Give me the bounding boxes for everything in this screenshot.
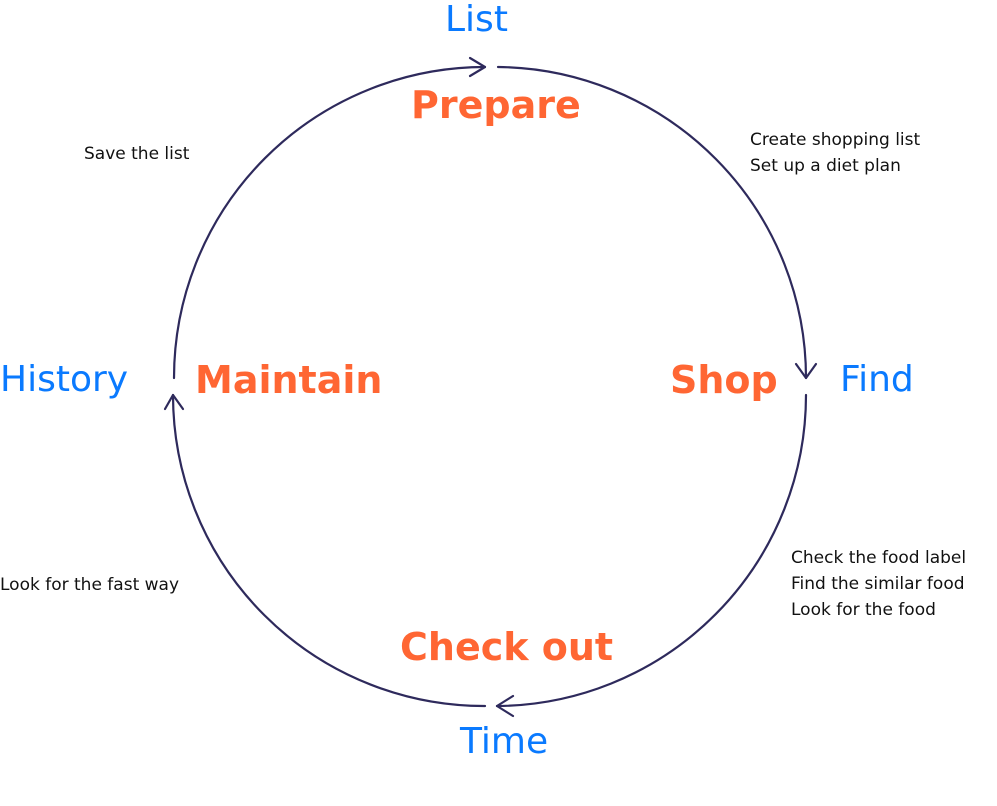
arrowhead-checkout-icon: [495, 694, 515, 718]
note-bottom-right: Check the food label Find the similar fo…: [791, 545, 966, 623]
arrowhead-prepare-icon: [468, 56, 487, 78]
note-line: Find the similar food: [791, 574, 965, 594]
arc-shop-to-checkout: [495, 393, 808, 708]
keyword-history: History: [0, 359, 129, 400]
arc-prepare-to-shop: [496, 65, 808, 380]
stage-maintain: Maintain: [195, 358, 383, 402]
stage-shop: Shop: [670, 358, 778, 402]
keyword-time: Time: [460, 721, 549, 762]
note-top-left: Save the list: [84, 141, 189, 167]
keyword-find: Find: [840, 359, 914, 400]
note-line: Look for the food: [791, 600, 936, 620]
arc-maintain-to-prepare: [172, 65, 487, 380]
arrowhead-maintain-icon: [163, 393, 185, 411]
arc-checkout-to-maintain: [171, 393, 487, 708]
note-bottom-left: Look for the fast way: [0, 572, 179, 598]
note-line: Look for the fast way: [0, 575, 180, 595]
note-line: Set up a diet plan: [750, 156, 901, 176]
note-top-right: Create shopping list Set up a diet plan: [750, 127, 920, 179]
note-line: Save the list: [84, 144, 190, 164]
stage-prepare: Prepare: [411, 83, 581, 127]
keyword-list: List: [445, 0, 508, 40]
note-line: Create shopping list: [750, 130, 921, 150]
arrowhead-shop-icon: [794, 362, 818, 380]
stage-check-out: Check out: [400, 625, 614, 669]
note-line: Check the food label: [791, 548, 967, 568]
